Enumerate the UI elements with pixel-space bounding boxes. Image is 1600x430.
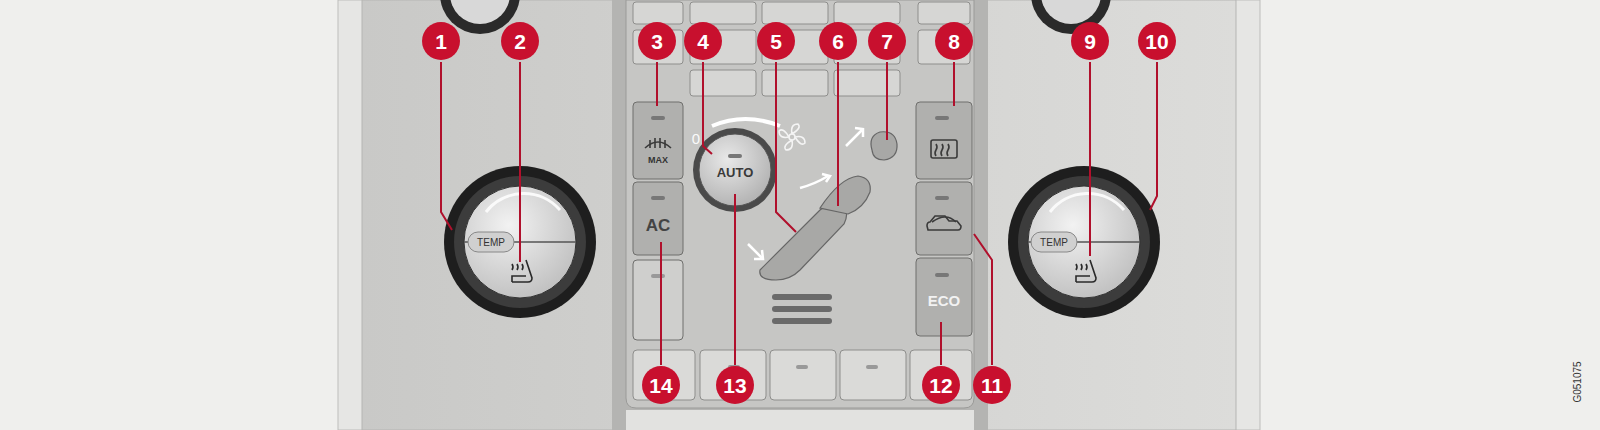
- callout-number: 5: [757, 22, 795, 60]
- button-label: TEMP: [1040, 238, 1068, 248]
- button-label: AC: [646, 217, 671, 234]
- callout-number: 6: [819, 22, 857, 60]
- callout-number: 10: [1138, 22, 1176, 60]
- callout-number: 13: [716, 366, 754, 404]
- callout-number: 11: [973, 366, 1011, 404]
- callout-number: 2: [501, 22, 539, 60]
- callout-number: 1: [422, 22, 460, 60]
- leader-lines: [441, 62, 1157, 365]
- callout-number: 7: [868, 22, 906, 60]
- button-label: MAX: [648, 156, 668, 165]
- callout-number: 4: [684, 22, 722, 60]
- callout-number: 12: [922, 366, 960, 404]
- figure-code: G051075: [1573, 361, 1583, 402]
- button-label: AUTO: [717, 166, 754, 179]
- callout-number: 3: [638, 22, 676, 60]
- callout-number: 14: [642, 366, 680, 404]
- button-label: ECO: [928, 293, 961, 308]
- button-label: TEMP: [477, 238, 505, 248]
- callout-number: 9: [1071, 22, 1109, 60]
- button-label: 0: [692, 131, 700, 146]
- callout-number: 8: [935, 22, 973, 60]
